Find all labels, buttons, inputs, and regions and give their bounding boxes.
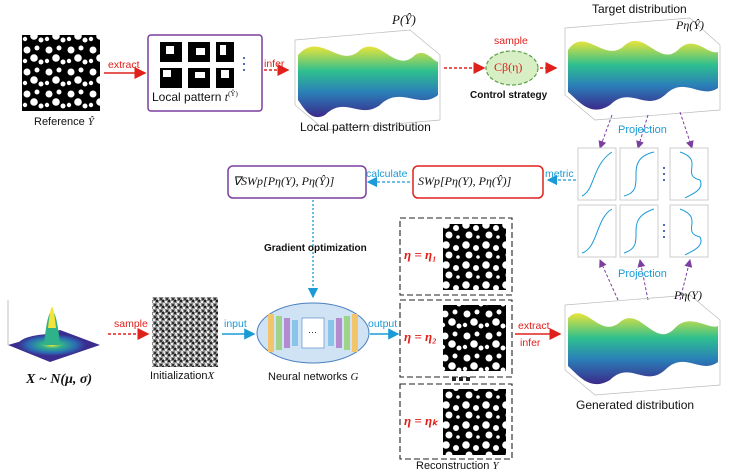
target-distribution-surface (564, 17, 721, 121)
local-distribution-formula: P(Ŷ) (392, 12, 416, 27)
local-pattern-label: Local pattern t(Ŷ) (152, 90, 238, 104)
reconstruction-eta-1: η = η₁ (404, 247, 437, 262)
control-ellipse (485, 50, 539, 86)
reconstruction-boxes (399, 217, 513, 460)
projection-arrows-bottom (599, 259, 693, 301)
local-distribution-label: Local pattern distribution (300, 120, 431, 134)
projection-plots (577, 147, 709, 258)
output-label: output (368, 318, 398, 330)
gradient-box (227, 165, 367, 199)
infer-bottom-label: infer (520, 337, 541, 349)
control-formula: Cβ(η) (494, 60, 523, 74)
gaussian-surface (7, 300, 100, 362)
input-label: input (224, 318, 247, 330)
local-distribution-surface (294, 29, 441, 131)
infer-label: infer (264, 58, 285, 70)
target-formula: Pη(Ŷ) (676, 18, 704, 32)
calculate-label: calculate (366, 168, 408, 180)
neural-network (256, 302, 370, 364)
control-label: Control strategy (470, 90, 548, 101)
sample-left-label: sample (114, 318, 148, 330)
generated-formula: Pη(Y) (674, 288, 702, 302)
initialization-label: InitializationX (150, 370, 215, 382)
projection-top-label: Projection (618, 124, 667, 136)
reconstruction-eta-2: η = η₂ (404, 329, 437, 344)
generated-label: Generated distribution (576, 398, 695, 412)
reference-image (22, 35, 100, 111)
network-label: Neural networks G (268, 371, 359, 383)
reconstruction-eta-k: η = ηₖ (404, 413, 438, 428)
gaussian-formula: X ~ N(μ, σ) (26, 372, 93, 387)
extract-bottom-label: extract (518, 320, 550, 332)
network-dots: ··· (308, 327, 317, 337)
gradient-optimization-label: Gradient optimization (264, 243, 367, 254)
metric-box (412, 165, 544, 199)
metric-label: metric (545, 168, 574, 180)
reference-label: Reference Ŷ (34, 116, 94, 128)
sample-top-label: sample (494, 35, 528, 47)
initialization-image (152, 297, 218, 367)
metric-formula: SWp[Pη(Y), Pη(Ŷ)] (418, 174, 512, 188)
projection-bottom-label: Projection (618, 268, 667, 280)
local-pattern-tiles (160, 42, 245, 88)
generated-distribution-surface (564, 294, 721, 396)
gradient-formula: ∇SWp[Pη(Y), Pη(Ŷ)] (233, 174, 335, 188)
projection-arrows-top (598, 111, 694, 149)
target-label: Target distribution (592, 2, 687, 16)
reconstruction-label: Reconstruction Y (416, 460, 499, 472)
extract-label: extract (108, 59, 140, 71)
